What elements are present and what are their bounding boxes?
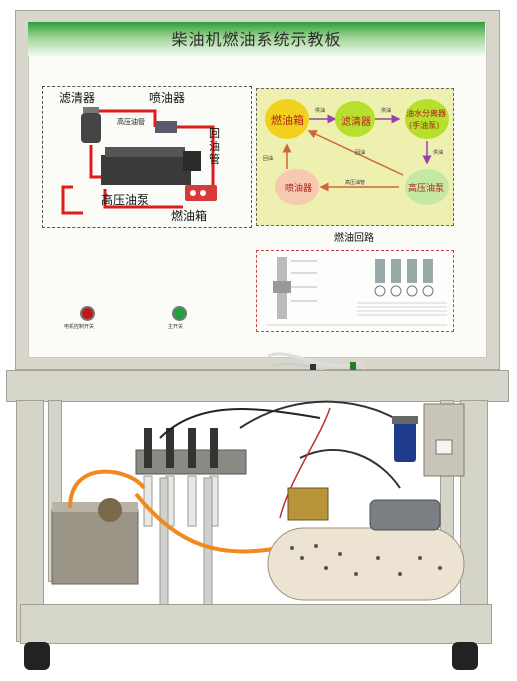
right-diagram: 燃油箱 滤清器 油水分离器 (手油泵) 喷油器 高压油泵 供油 供油 供油 高压… bbox=[256, 88, 454, 226]
node-injector: 喷油器 bbox=[285, 184, 313, 194]
fuel-loop-arrows bbox=[265, 99, 449, 205]
node-hp-pump: 高压油泵 bbox=[408, 184, 445, 194]
fuel-loop-caption: 燃油回路 bbox=[334, 233, 374, 244]
fuel-system-drawing bbox=[61, 107, 217, 215]
node-tank: 燃油箱 bbox=[271, 114, 304, 127]
left-diagram: 滤清器 喷油器 高压油管 回油管 高压油泵 燃油箱 bbox=[42, 86, 252, 228]
node-separator-shape bbox=[405, 99, 449, 139]
node-tank-shape bbox=[265, 99, 309, 139]
arrow-label-6: 回油 bbox=[263, 156, 274, 162]
label-injector: 喷油器 bbox=[149, 91, 186, 105]
injector-drawings bbox=[267, 257, 447, 326]
base-platform bbox=[20, 604, 492, 644]
node-injector-shape bbox=[275, 169, 319, 205]
wheel-right bbox=[452, 642, 478, 670]
pump-shape bbox=[101, 155, 191, 185]
shelf bbox=[6, 370, 509, 402]
label-tank: 燃油箱 bbox=[171, 209, 208, 223]
label-hp-tube: 高压油管 bbox=[117, 118, 145, 126]
arrow-label-2: 供油 bbox=[381, 108, 392, 114]
main-switch-label: 主开关 bbox=[168, 324, 184, 330]
right-leg bbox=[460, 400, 488, 642]
arrow-label-4: 高压油管 bbox=[345, 180, 366, 186]
board-title: 柴油机燃油系统示教板 bbox=[171, 30, 342, 49]
arrow-label-3: 供油 bbox=[433, 150, 444, 156]
left-leg bbox=[16, 400, 44, 642]
wheel-left bbox=[24, 642, 50, 670]
label-pump: 高压油泵 bbox=[101, 193, 150, 207]
node-separator-sub: (手油泵) bbox=[409, 121, 440, 130]
bench-machinery bbox=[51, 400, 465, 607]
filter-shape bbox=[81, 113, 101, 143]
node-pump-shape bbox=[405, 169, 449, 205]
node-filter: 滤清器 bbox=[341, 117, 371, 128]
title-bar: 柴油机燃油系统示教板 bbox=[28, 22, 485, 56]
label-return-pipe: 回油管 bbox=[209, 127, 220, 166]
node-filter-shape bbox=[335, 101, 375, 137]
label-filter: 滤清器 bbox=[59, 91, 96, 105]
arrow-label-5: 回油 bbox=[355, 150, 366, 156]
main-switch-button[interactable] bbox=[172, 306, 187, 321]
motor-switch-label: 电机控制开关 bbox=[64, 324, 95, 330]
injector-illustration bbox=[256, 250, 454, 332]
motor-switch-button[interactable] bbox=[80, 306, 95, 321]
arrow-label-1: 供油 bbox=[315, 108, 326, 114]
node-separator: 油水分离器 bbox=[406, 109, 446, 118]
